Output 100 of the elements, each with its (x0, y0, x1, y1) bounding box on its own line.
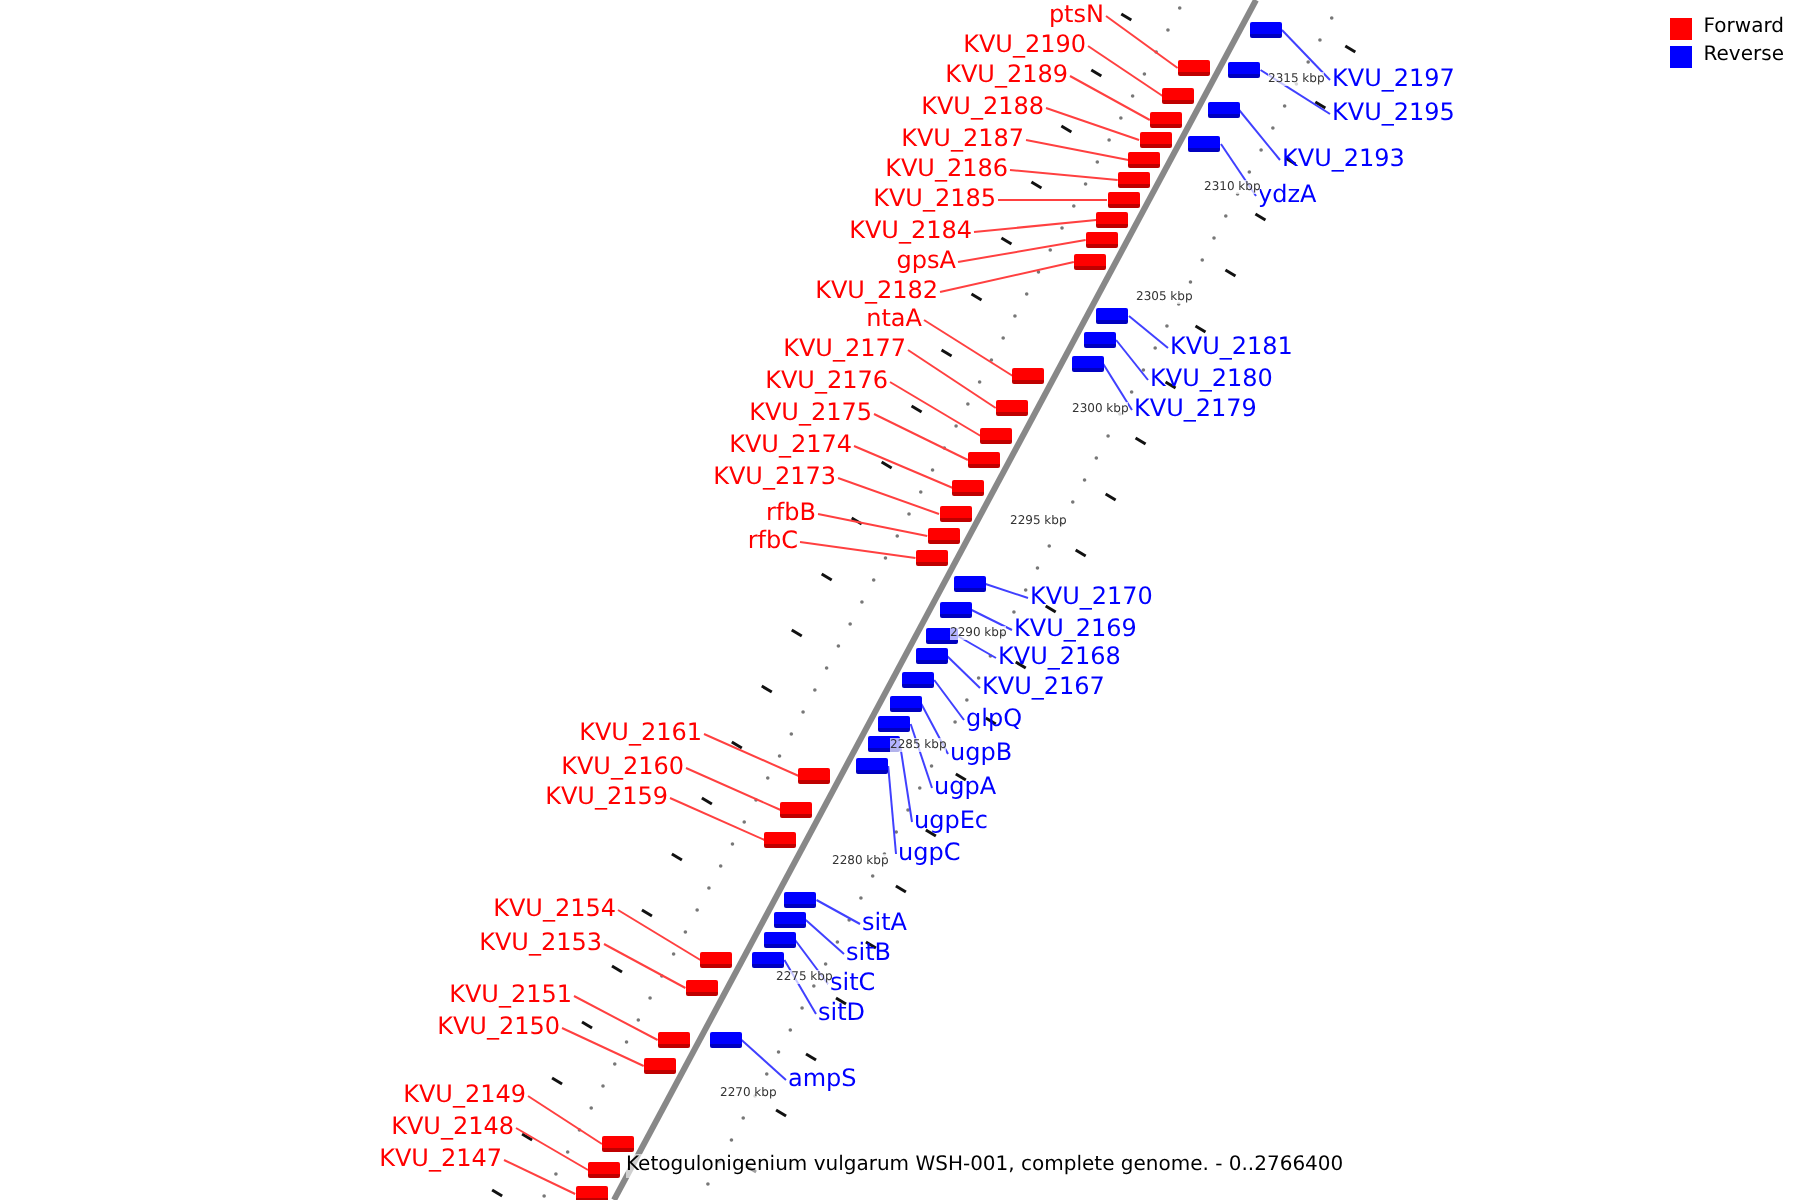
leader-line (837, 477, 940, 515)
gene-label: KVU_2149 (403, 1080, 526, 1108)
gene-label: rfbC (747, 526, 798, 554)
forward-gene-block (575, 1186, 608, 1200)
leader-line (907, 349, 997, 409)
leader-line (853, 445, 954, 489)
leader-line (603, 943, 687, 989)
forward-gene-block (1096, 212, 1129, 228)
reverse-gene-block (878, 716, 911, 732)
gene-label: sitD (818, 998, 866, 1026)
reverse-gene-block (902, 672, 935, 688)
gene-label: KVU_2169 (1014, 614, 1137, 642)
forward-gene-block (780, 802, 813, 818)
leader-line (889, 381, 982, 437)
gene-label: KVU_2187 (901, 124, 1024, 152)
reverse-gene-block (1071, 356, 1104, 372)
leader-line (817, 513, 929, 537)
leader-line (1069, 75, 1151, 121)
leader-line (984, 583, 1029, 599)
leader-line (740, 1039, 787, 1081)
leader-line (957, 239, 1087, 263)
leader-line (873, 413, 969, 461)
gene-label: KVU_2181 (1170, 332, 1293, 360)
gene-label: KVU_2175 (749, 398, 872, 426)
leader-line (573, 995, 659, 1041)
gene-label: glpQ (966, 704, 1023, 732)
leader-line (909, 723, 933, 789)
reverse-gene-block (856, 758, 889, 774)
forward-gene-block (1177, 60, 1210, 76)
gene-label: KVU_2168 (998, 642, 1121, 670)
gene-label: ydzA (1258, 180, 1317, 208)
leader-line (1087, 45, 1164, 97)
leader-line (1045, 107, 1141, 141)
gene-label: KVU_2147 (379, 1144, 502, 1172)
forward-gene-block (952, 480, 985, 496)
forward-gene-block (1149, 112, 1182, 128)
gene-label: KVU_2179 (1134, 394, 1257, 422)
gene-label: ugpC (898, 838, 961, 866)
leader-line (527, 1095, 603, 1145)
gene-label: sitB (846, 938, 892, 966)
leader-line (703, 733, 800, 777)
forward-gene-block (643, 1058, 676, 1074)
forward-gene-block (915, 550, 948, 566)
gene-label: KVU_2161 (579, 718, 702, 746)
gene-label: KVU_2150 (437, 1012, 560, 1040)
reverse-gene-block (1084, 332, 1117, 348)
gene-label: KVU_2174 (729, 430, 852, 458)
gene-label: KVU_2177 (783, 334, 906, 362)
forward-gene-block (980, 428, 1013, 444)
gene-label: sitC (830, 968, 876, 996)
leader-line (1102, 363, 1133, 411)
gene-label: KVU_2188 (921, 92, 1044, 120)
gene-label: KVU_2184 (849, 216, 972, 244)
forward-gene-block (798, 768, 831, 784)
gene-label: KVU_2151 (449, 980, 572, 1008)
gene-label: gpsA (896, 246, 956, 274)
reverse-gene-block (1096, 308, 1129, 324)
caption: Ketogulonigenium vulgarum WSH-001, complete genome. - 0..2766400 (626, 1154, 1344, 1178)
gene-label: KVU_2197 (1332, 64, 1455, 92)
reverse-gene-block (1188, 136, 1221, 152)
leader-line (1280, 29, 1331, 81)
leader-line (923, 319, 1014, 377)
leader-line (920, 703, 949, 755)
forward-gene-block (657, 1032, 690, 1048)
leader-line (561, 1027, 645, 1067)
reverse-gene-block (784, 892, 817, 908)
forward-gene-block (1073, 254, 1106, 270)
reverse-gene-block (889, 696, 922, 712)
forward-gene-block (588, 1162, 621, 1178)
leader-line (1115, 339, 1149, 381)
leader-line (669, 797, 766, 841)
leader-line (617, 909, 702, 961)
forward-gene-block (1117, 172, 1150, 188)
forward-gene-block (685, 980, 718, 996)
leader-line (685, 767, 782, 811)
gene-label: KVU_2182 (815, 276, 938, 304)
legend-label: Forward (1703, 16, 1784, 40)
gene-label: rfbB (765, 498, 816, 526)
gene-label: KVU_2180 (1150, 364, 1273, 392)
gene-label: KVU_2167 (982, 672, 1105, 700)
reverse-gene-block (1207, 102, 1240, 118)
leader-line (939, 261, 1075, 293)
leader-line (887, 765, 897, 855)
gene-label: KVU_2159 (545, 782, 668, 810)
leader-line (804, 919, 845, 955)
forward-gene-block (927, 528, 960, 544)
reverse-gene-block (773, 912, 806, 928)
leader-line (1105, 15, 1179, 69)
gene-label: KVU_2195 (1332, 98, 1455, 126)
forward-gene-block (967, 452, 1000, 468)
gene-label: KVU_2186 (885, 154, 1008, 182)
gene-label: KVU_2189 (945, 60, 1068, 88)
gene-label: KVU_2160 (561, 752, 684, 780)
gene-label: ugpEc (914, 806, 989, 834)
gene-label: ntaA (866, 304, 922, 332)
leader-line (515, 1127, 590, 1171)
forward-gene-block (1012, 368, 1045, 384)
leader-line (1238, 109, 1281, 161)
leader-line (799, 541, 917, 559)
reverse-gene-block (939, 602, 972, 618)
